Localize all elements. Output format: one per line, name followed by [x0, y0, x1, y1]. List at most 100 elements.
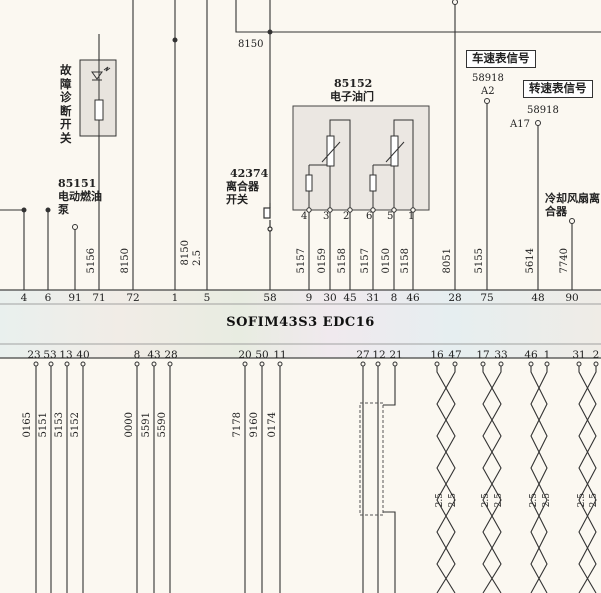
wire-gauge: 2.5: [542, 493, 552, 508]
wire-gauge: 2.5: [589, 493, 599, 508]
rpm-signal-code: 58918: [527, 105, 559, 116]
top-pin: 1: [171, 292, 179, 304]
wire-code: 5153: [54, 412, 65, 438]
wire-code: 7740: [559, 248, 570, 274]
wire-gauge: 2.5: [435, 493, 445, 508]
wire-code: 8150: [238, 39, 264, 50]
bottom-pin: 21: [389, 349, 403, 361]
throttle-pin: 4: [301, 211, 308, 222]
ecu-name: SOFIM43S3 EDC16: [226, 315, 375, 330]
throttle-pin: 6: [366, 211, 373, 222]
throttle-pin: 3: [323, 211, 330, 222]
bottom-pin: 53: [43, 349, 57, 361]
bottom-pin: 43: [147, 349, 161, 361]
throttle-box: [292, 105, 430, 211]
top-pin: 6: [44, 292, 52, 304]
bottom-pin: 28: [164, 349, 178, 361]
bottom-pin: 2: [592, 349, 600, 361]
wire-gauge: 2.5: [481, 493, 491, 508]
ecu-body: [0, 290, 601, 358]
top-pin: 58: [263, 292, 277, 304]
wire-code: 5614: [525, 248, 536, 274]
top-pin: 45: [343, 292, 357, 304]
wire-code: 8150: [120, 248, 131, 274]
fuel-pump-label: 电动燃油泵: [58, 190, 102, 216]
bottom-pin: 12: [372, 349, 386, 361]
wire-code: 8150: [180, 240, 191, 266]
fan-clutch-label: 冷却风扇离合器: [545, 192, 600, 219]
bottom-pin: 40: [76, 349, 90, 361]
wire-code: 0150: [381, 248, 392, 274]
wire-code: 5152: [70, 412, 81, 438]
top-pin: 8: [390, 292, 398, 304]
top-pin: 9: [305, 292, 313, 304]
top-pin: 4: [20, 292, 28, 304]
bottom-pin: 17: [476, 349, 490, 361]
throttle-code: 85152: [334, 77, 373, 90]
bottom-pin: 50: [255, 349, 269, 361]
throttle-pin: 2: [343, 211, 350, 222]
bottom-pin: 46: [524, 349, 538, 361]
bottom-pin: 1: [543, 349, 551, 361]
wire-code: 5590: [157, 412, 168, 438]
wire-code: 5591: [141, 412, 152, 438]
top-pin: 72: [126, 292, 140, 304]
bottom-pin: 33: [494, 349, 508, 361]
wire-code: 5158: [337, 248, 348, 274]
bottom-pin: 8: [133, 349, 141, 361]
bottom-pin: 27: [356, 349, 370, 361]
twisted-pairs: [436, 364, 597, 593]
rpm-signal-label: 转速表信号: [523, 80, 593, 98]
fault-switch-label: 故障诊断开关: [60, 63, 72, 145]
fuel-pump-code: 85151: [58, 177, 97, 190]
bottom-pin: 47: [448, 349, 462, 361]
top-pin: 90: [565, 292, 579, 304]
wire-code: 2.5: [192, 250, 203, 266]
wire-code: 0165: [22, 412, 33, 438]
wire-code: 5157: [296, 248, 307, 274]
bottom-pin: 13: [59, 349, 73, 361]
throttle-label: 电子油门: [330, 90, 374, 103]
top-pin: 75: [480, 292, 494, 304]
fault-switch-box: [79, 59, 117, 137]
throttle-pin: 5: [387, 211, 394, 222]
top-pin: 71: [92, 292, 106, 304]
top-pin: 30: [323, 292, 337, 304]
top-pin: 5: [203, 292, 211, 304]
wire-code: 5157: [360, 248, 371, 274]
wire-code: 5155: [474, 248, 485, 274]
bottom-pin: 20: [238, 349, 252, 361]
wire-code: 0174: [267, 412, 278, 438]
top-pin: 46: [406, 292, 420, 304]
clutch-switch-code: 42374: [230, 167, 269, 180]
wire-gauge: 2.5: [577, 493, 587, 508]
wire-code: 9160: [249, 412, 260, 438]
wire-code: 5158: [400, 248, 411, 274]
top-pin: 48: [531, 292, 545, 304]
speed-signal-pin: A2: [481, 86, 495, 97]
wire-code: 7178: [232, 412, 243, 438]
wire-gauge: 2.5: [529, 493, 539, 508]
rpm-signal-pin: A17: [510, 119, 530, 130]
bottom-pin: 23: [27, 349, 41, 361]
wire-gauge: 2.5: [494, 493, 504, 508]
wire-code: 8051: [442, 248, 453, 274]
top-pin: 31: [366, 292, 380, 304]
throttle-pin: 1: [408, 211, 415, 222]
bottom-pin: 31: [572, 349, 586, 361]
speed-signal-code: 58918: [472, 73, 504, 84]
clutch-switch-label: 离合器开关: [226, 180, 259, 206]
wire-code: 5151: [38, 412, 49, 438]
wire-code: 0000: [124, 412, 135, 438]
shield-symbol: [359, 402, 384, 516]
bottom-pin: 11: [273, 349, 287, 361]
speed-signal-label: 车速表信号: [466, 50, 536, 68]
wire-code: 0159: [317, 248, 328, 274]
top-pin: 91: [68, 292, 82, 304]
wire-gauge: 2.5: [448, 493, 458, 508]
wire-code: 5156: [86, 248, 97, 274]
clutch-switch-symbol: [263, 203, 273, 232]
bottom-pin: 16: [430, 349, 444, 361]
